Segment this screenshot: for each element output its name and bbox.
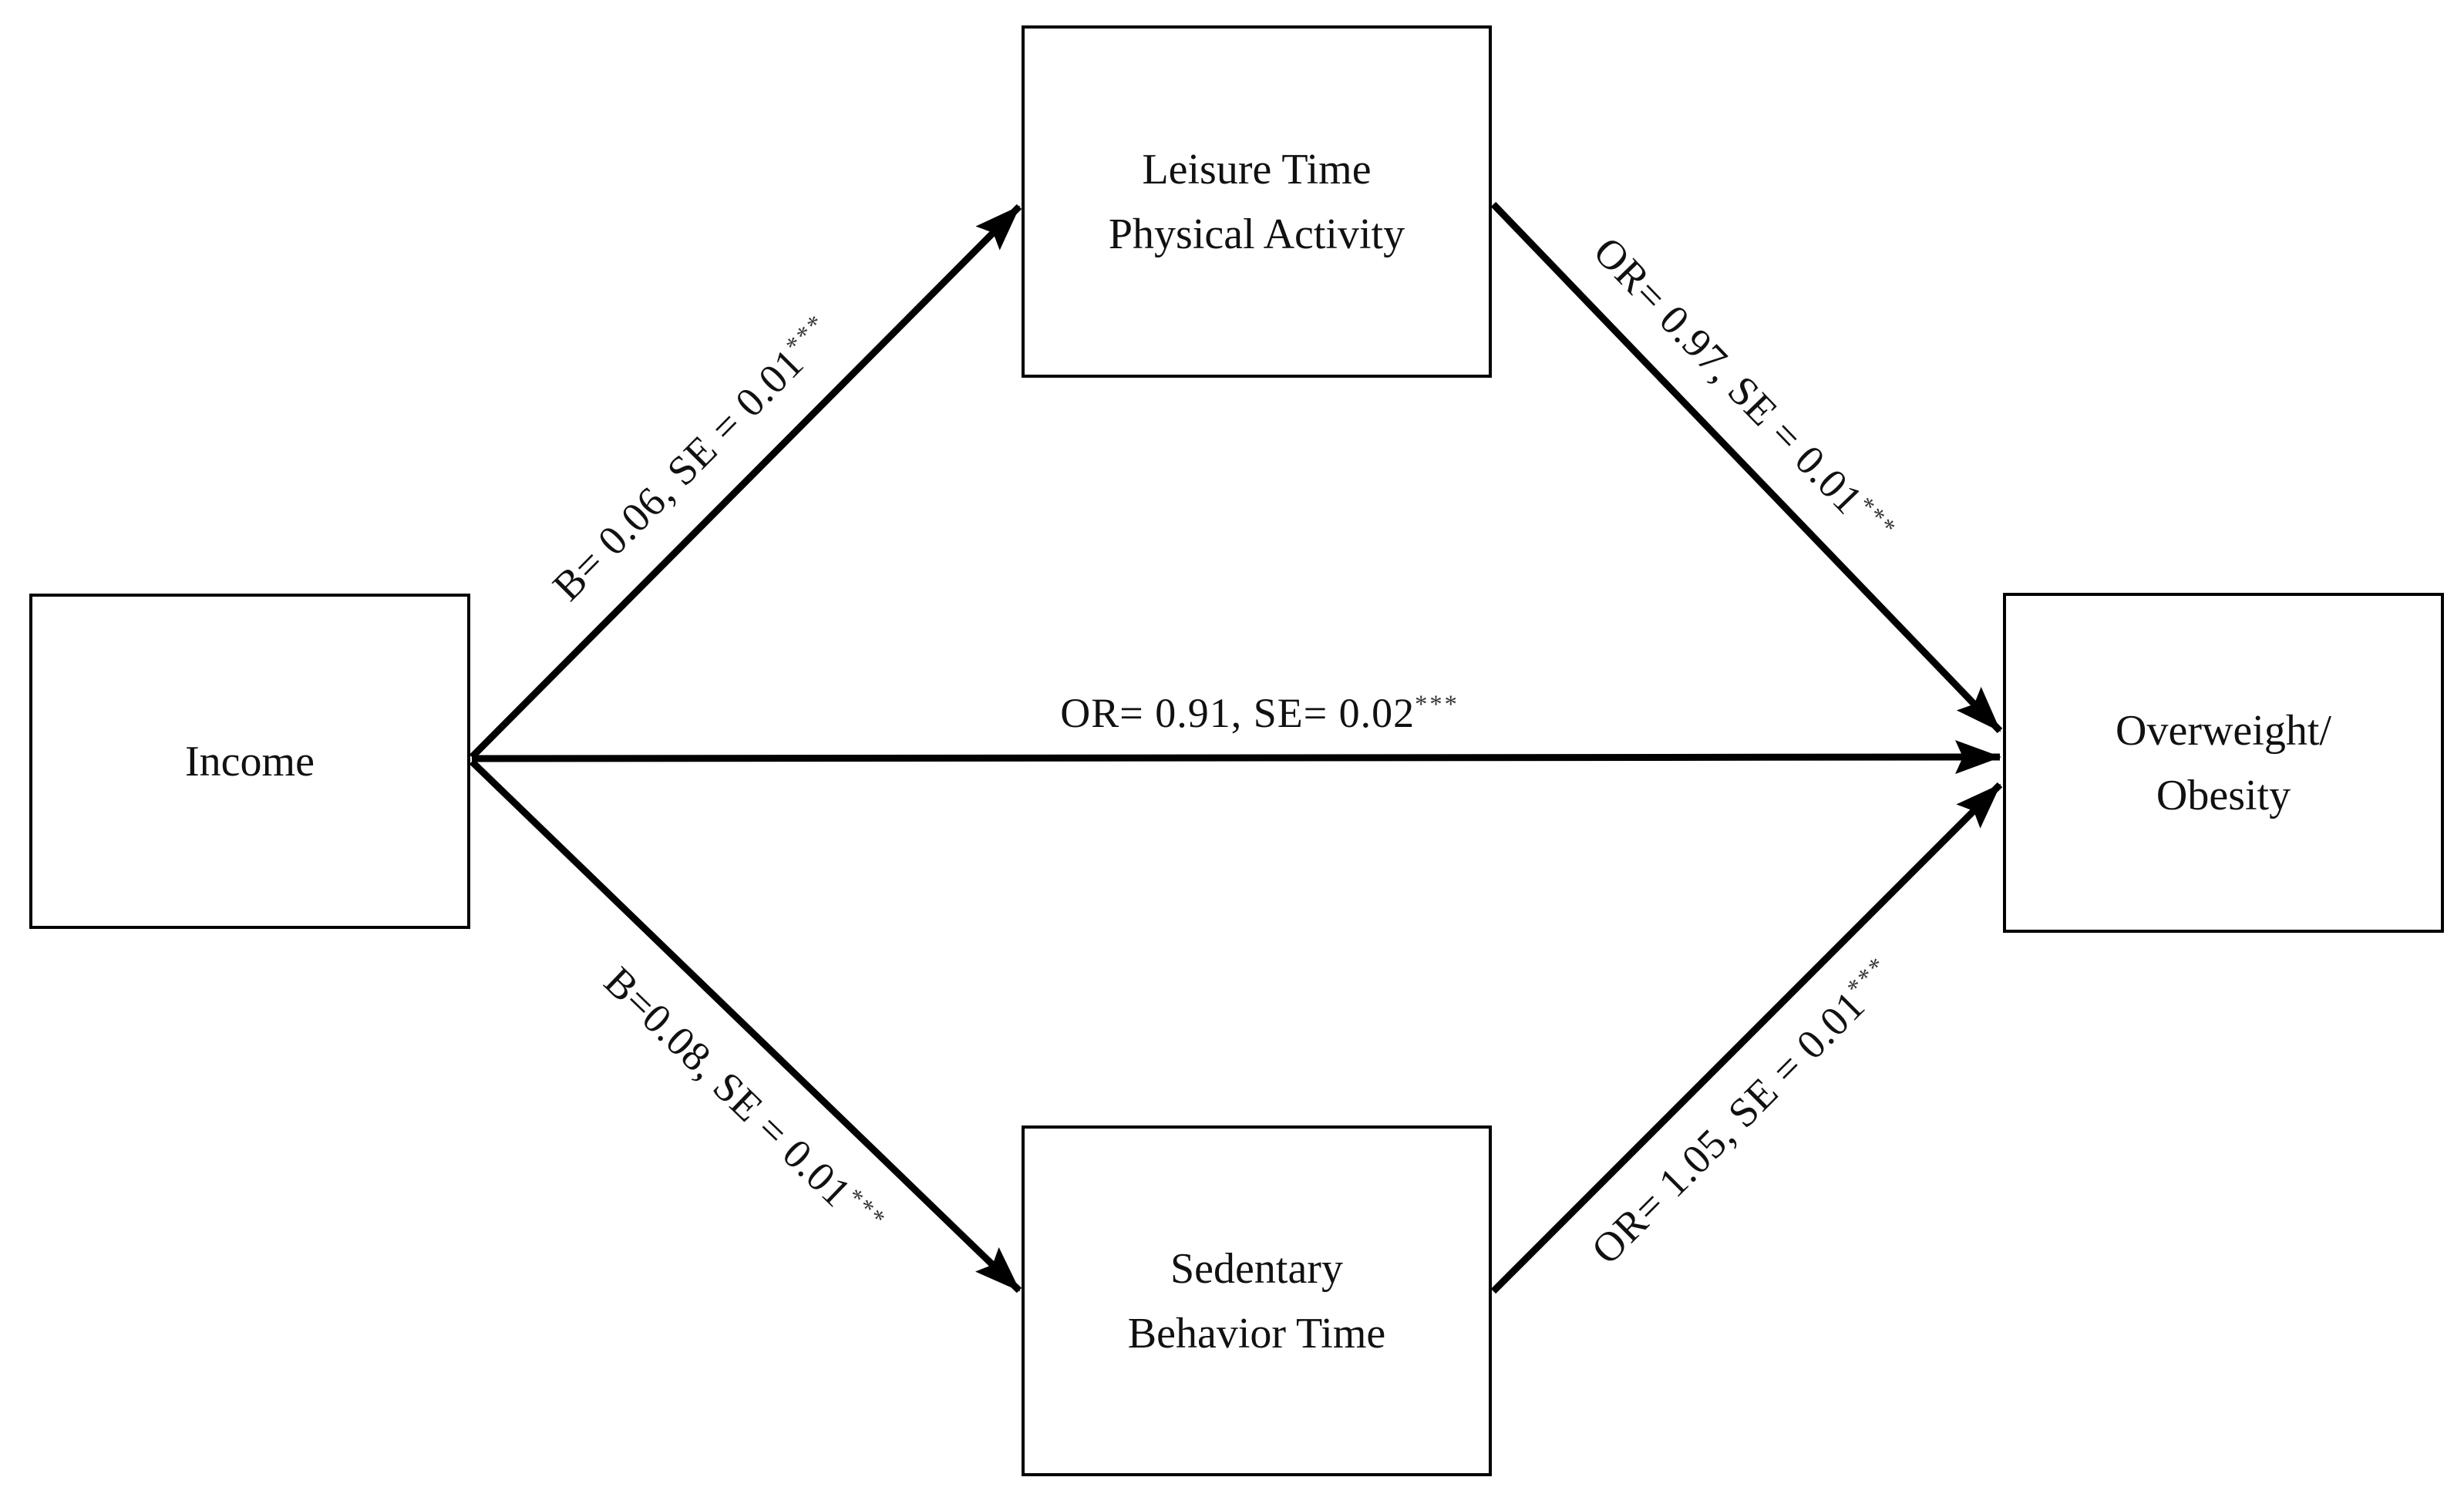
node-overweight-obesity: Overweight/ Obesity: [2003, 593, 2444, 933]
node-obesity-label-line1: Overweight/: [2116, 706, 2331, 755]
edge-label-income-obesity-significance: ***: [1415, 691, 1459, 718]
node-leisure-time-physical-activity: Leisure Time Physical Activity: [1022, 25, 1492, 378]
edge-label-income-obesity-text: OR= 0.91, SE= 0.02: [1060, 690, 1415, 736]
node-sbt-label-line2: Behavior Time: [1127, 1309, 1386, 1358]
node-income: Income: [29, 594, 470, 929]
node-sedentary-behavior-time: Sedentary Behavior Time: [1022, 1125, 1492, 1476]
edge-label-income-obesity: OR= 0.91, SE= 0.02***: [1060, 689, 1459, 737]
node-ltpa-label-line2: Physical Activity: [1108, 210, 1405, 258]
node-ltpa-label-line1: Leisure Time: [1142, 145, 1372, 193]
arrow-ltpa-to-obesity: [1490, 201, 2003, 734]
arrow-income-to-obesity: [471, 740, 2001, 775]
arrow-sbt-to-obesity: [1490, 782, 2003, 1294]
node-sbt-label-line1: Sedentary: [1170, 1244, 1343, 1293]
node-obesity-label-line2: Obesity: [2156, 771, 2291, 819]
arrow-income-to-ltpa: [469, 204, 1022, 760]
node-income-label: Income: [185, 737, 315, 786]
arrow-income-to-sbt: [469, 759, 1022, 1294]
